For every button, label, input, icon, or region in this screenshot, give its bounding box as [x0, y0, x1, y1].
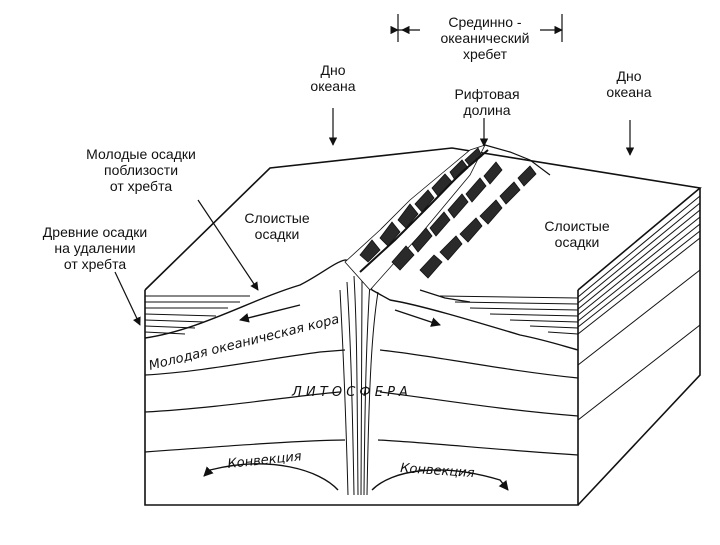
ocean-floor-right-label: Дно океана — [592, 68, 666, 100]
lithosphere-label: Л И Т О С Ф Е Р А — [291, 385, 408, 400]
convection-left-label: Конвекция — [227, 449, 303, 472]
spreading-arrow-left — [240, 305, 300, 320]
ridge-rock-mass — [345, 145, 536, 290]
ridge-label: Срединно - океанический хребет — [420, 14, 550, 62]
convection-right-label: Конвекция — [400, 461, 475, 481]
old-sediments-label: Древние осадки на удалении от хребта — [20, 224, 170, 272]
spreading-arrow-right — [395, 310, 440, 325]
convection-arrow-left — [204, 464, 338, 490]
label-pointers — [115, 108, 630, 325]
ocean-floor-left-label: Дно океана — [296, 62, 370, 94]
layered-sediments-left-label: Слоистые осадки — [232, 210, 322, 242]
rift-valley-label: Рифтовая долина — [432, 86, 542, 118]
young-sediments-label: Молодые осадки поблизости от хребта — [66, 146, 216, 194]
right-sediment-layers — [440, 296, 578, 334]
left-sediment-layers — [145, 296, 250, 334]
layered-sediments-right-label: Слоистые осадки — [530, 218, 624, 250]
